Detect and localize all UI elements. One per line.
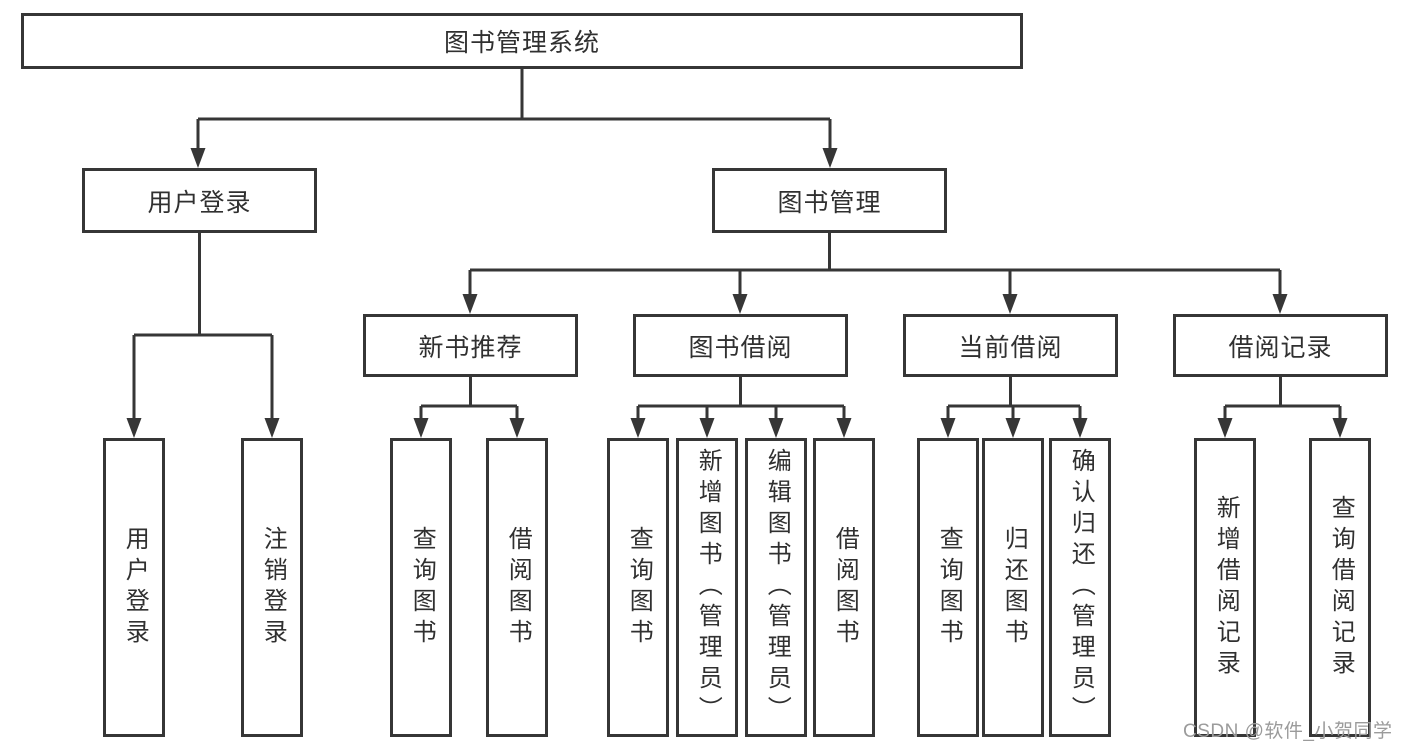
leaf-nbr-query-books: 查询图书 bbox=[390, 438, 452, 737]
leaf-user-login: 用户登录 bbox=[103, 438, 165, 737]
node-label: 图书借阅 bbox=[688, 333, 793, 362]
connector-new-book-recommend-to-leaves bbox=[419, 377, 519, 420]
node-label: 查询借阅记录 bbox=[1327, 494, 1355, 681]
leaf-cb-confirm-return-admin: 确认归还（管理员） bbox=[1049, 438, 1111, 737]
node-label: 用户登录 bbox=[147, 188, 252, 217]
node-label: 用户登录 bbox=[121, 525, 149, 650]
leaf-logout: 注销登录 bbox=[241, 438, 303, 737]
node-label: 借阅记录 bbox=[1228, 333, 1333, 362]
leaf-cb-query-books: 查询图书 bbox=[917, 438, 979, 737]
node-label: 当前借阅 bbox=[958, 333, 1063, 362]
leaf-br-query-borrow-record: 查询借阅记录 bbox=[1309, 438, 1371, 737]
node-label: 归还图书 bbox=[1000, 525, 1028, 650]
node-label: 借阅图书 bbox=[504, 525, 532, 650]
node-label: 新增借阅记录 bbox=[1212, 494, 1240, 681]
node-label: 查询图书 bbox=[935, 525, 963, 650]
node-label: 编辑图书（管理员） bbox=[763, 448, 791, 727]
connector-book-borrow-to-leaves bbox=[636, 377, 846, 420]
node-label: 注销登录 bbox=[259, 525, 287, 650]
connector-borrow-records-to-leaves bbox=[1223, 377, 1342, 420]
connector-root-to-level2 bbox=[196, 69, 832, 151]
leaf-cb-return-books: 归还图书 bbox=[982, 438, 1044, 737]
leaf-bb-borrow-books: 借阅图书 bbox=[813, 438, 875, 737]
csdn-watermark: CSDN @软件_小贺同学 bbox=[1183, 721, 1393, 742]
connector-user-login-to-leaves bbox=[132, 233, 274, 420]
node-label: 确认归还（管理员） bbox=[1067, 448, 1095, 727]
connector-current-borrow-to-leaves bbox=[946, 377, 1082, 420]
node-root-library-system: 图书管理系统 bbox=[21, 13, 1023, 69]
node-label: 查询图书 bbox=[625, 525, 653, 650]
node-user-login: 用户登录 bbox=[82, 168, 317, 233]
leaf-bb-edit-books-admin: 编辑图书（管理员） bbox=[745, 438, 807, 737]
leaf-nbr-borrow-books: 借阅图书 bbox=[486, 438, 548, 737]
node-current-borrow: 当前借阅 bbox=[903, 314, 1118, 377]
leaf-bb-add-books-admin: 新增图书（管理员） bbox=[676, 438, 738, 737]
node-label: 图书管理系统 bbox=[443, 29, 600, 57]
node-book-management: 图书管理 bbox=[712, 168, 947, 233]
node-book-borrow: 图书借阅 bbox=[633, 314, 848, 377]
node-new-book-recommend: 新书推荐 bbox=[363, 314, 578, 377]
node-label: 新增图书（管理员） bbox=[694, 448, 722, 727]
node-borrow-records: 借阅记录 bbox=[1173, 314, 1388, 377]
leaf-bb-query-books: 查询图书 bbox=[607, 438, 669, 737]
node-label: 查询图书 bbox=[408, 525, 436, 650]
node-label: 图书管理 bbox=[777, 188, 882, 217]
connector-book-management-to-level3 bbox=[468, 233, 1282, 297]
leaf-br-add-borrow-record: 新增借阅记录 bbox=[1194, 438, 1256, 737]
node-label: 借阅图书 bbox=[831, 525, 859, 650]
node-label: 新书推荐 bbox=[418, 333, 523, 362]
